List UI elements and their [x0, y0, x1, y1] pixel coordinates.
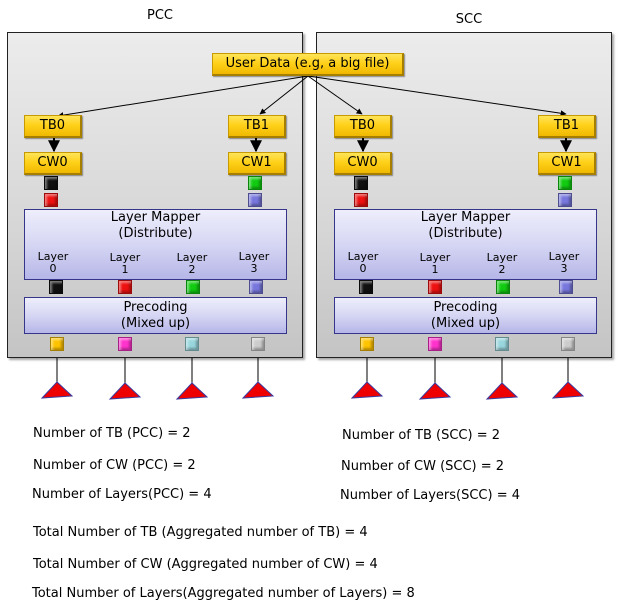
pcc-precoding-subtitle: (Mixed up) — [120, 316, 191, 331]
scc-cw0-block: CW0 — [334, 152, 392, 175]
scc-title: SCC — [455, 12, 483, 27]
pcc-cw-count: Number of CW (PCC) = 2 — [33, 458, 196, 473]
pcc-precoding-title: Precoding — [123, 300, 188, 315]
scc-tb1-block: TB1 — [538, 115, 596, 138]
scc-cw0-symbol-0 — [354, 176, 368, 190]
scc-tb0-block: TB0 — [334, 115, 392, 138]
pcc-antenna-0-symbol — [50, 337, 64, 351]
scc-layers-count: Number of Layers(SCC) = 4 — [340, 488, 521, 503]
arrow-user-to-scc-tb0 — [307, 75, 363, 115]
pcc-layer-2-symbol — [186, 280, 200, 294]
pcc-mapper-subtitle: (Distribute) — [118, 226, 193, 241]
pcc-cw0-block: CW0 — [24, 152, 82, 175]
user-data-block: User Data (e.g, a big file) — [212, 53, 404, 76]
arrow-user-to-pcc-tb0 — [57, 75, 309, 119]
scc-cw1-block: CW1 — [538, 152, 596, 175]
pcc-cw1-symbol-1 — [248, 193, 262, 207]
pcc-layer-0-symbol — [49, 280, 63, 294]
pcc-title: PCC — [147, 8, 173, 23]
pcc-cw1-block: CW1 — [228, 152, 286, 175]
total-layers-count: Total Number of Layers(Aggregated number… — [32, 586, 415, 601]
pcc-antenna-3-icon — [241, 381, 275, 399]
scc-antenna-1-symbol — [428, 337, 442, 351]
scc-antenna-3-symbol — [561, 337, 575, 351]
scc-cw1-symbol-1 — [558, 193, 572, 207]
scc-antenna-3-icon — [551, 381, 585, 399]
scc-layer-2-symbol — [496, 280, 510, 294]
pcc-tb1-block: TB1 — [228, 115, 286, 138]
pcc-layer-mapper: Layer Mapper (Distribute) — [24, 209, 287, 280]
scc-antenna-2-symbol — [495, 337, 509, 351]
pcc-antenna-2-icon — [175, 382, 209, 400]
scc-layer-0-symbol — [359, 280, 373, 294]
pcc-layer-3-symbol — [249, 280, 263, 294]
total-cw-count: Total Number of CW (Aggregated number of… — [33, 557, 378, 572]
scc-cw0-symbol-1 — [354, 193, 368, 207]
total-tb-count: Total Number of TB (Aggregated number of… — [33, 525, 368, 540]
scc-layer-mapper: Layer Mapper (Distribute) — [334, 209, 597, 280]
scc-antenna-1-icon — [418, 382, 452, 400]
scc-layer-3-symbol — [559, 280, 573, 294]
scc-precoding-title: Precoding — [433, 300, 498, 315]
scc-mapper-subtitle: (Distribute) — [428, 226, 503, 241]
pcc-cw0-symbol-0 — [44, 176, 58, 190]
pcc-antenna-1-symbol — [118, 337, 132, 351]
pcc-antenna-0-icon — [40, 381, 74, 399]
pcc-cw1-symbol-0 — [248, 176, 262, 190]
pcc-mapper-title: Layer Mapper — [110, 210, 201, 225]
pcc-cw0-symbol-1 — [44, 193, 58, 207]
scc-antenna-0-symbol — [360, 337, 374, 351]
scc-antenna-0-icon — [350, 381, 384, 399]
scc-antenna-2-icon — [485, 382, 519, 400]
pcc-tb0-block: TB0 — [24, 115, 82, 138]
scc-cw-count: Number of CW (SCC) = 2 — [341, 459, 505, 474]
pcc-tb-count: Number of TB (PCC) = 2 — [33, 426, 191, 441]
scc-tb-count: Number of TB (SCC) = 2 — [342, 428, 500, 443]
scc-precoding: Precoding (Mixed up) — [334, 297, 597, 334]
pcc-antenna-2-symbol — [185, 337, 199, 351]
scc-precoding-subtitle: (Mixed up) — [430, 316, 501, 331]
pcc-antenna-1-icon — [108, 382, 142, 400]
pcc-precoding: Precoding (Mixed up) — [24, 297, 287, 334]
pcc-antenna-3-symbol — [251, 337, 265, 351]
scc-cw1-symbol-0 — [558, 176, 572, 190]
arrow-user-to-scc-tb1 — [307, 75, 567, 117]
scc-layer-1-symbol — [428, 280, 442, 294]
pcc-layers-count: Number of Layers(PCC) = 4 — [32, 487, 212, 502]
arrow-user-to-pcc-tb1 — [259, 75, 309, 115]
scc-mapper-title: Layer Mapper — [420, 210, 511, 225]
pcc-layer-1-symbol — [118, 280, 132, 294]
